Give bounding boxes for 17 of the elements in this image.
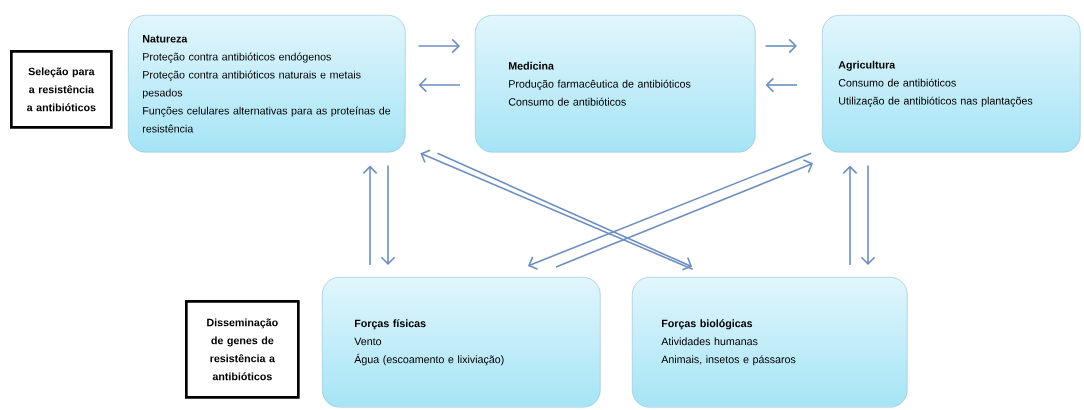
arrow: [527, 152, 812, 271]
arrow: [842, 165, 858, 266]
arrow: [765, 77, 798, 93]
arrow: [362, 165, 378, 266]
category-label-box: Disseminação de genes de resistência a antibióticos: [185, 300, 300, 399]
arrow: [380, 164, 396, 265]
arrow: [555, 159, 814, 268]
process-box: Forças biológicas Atividades humanas Animais, insetos e pássaros: [632, 277, 908, 408]
process-box: Medicina Produção farmacêutica de antibióticos Consumo de antibióticos: [475, 15, 756, 153]
category-label-box: Seleção para a resistência a antibióticos: [10, 50, 113, 129]
arrow: [417, 38, 460, 54]
process-box: Natureza Proteção contra antibióticos endógenos Proteção contra antibióticos naturais e metais pesados Funções celulares alternativas para as proteínas de resistência: [128, 15, 406, 153]
arrow: [764, 38, 797, 54]
arrow: [418, 77, 461, 93]
arrow: [860, 164, 876, 265]
process-box: Forças físicas Vento Água (escoamento e lixiviação): [322, 277, 601, 408]
process-box: Agricultura Consumo de antibióticos Utilização de antibióticos nas plantações: [822, 15, 1081, 153]
